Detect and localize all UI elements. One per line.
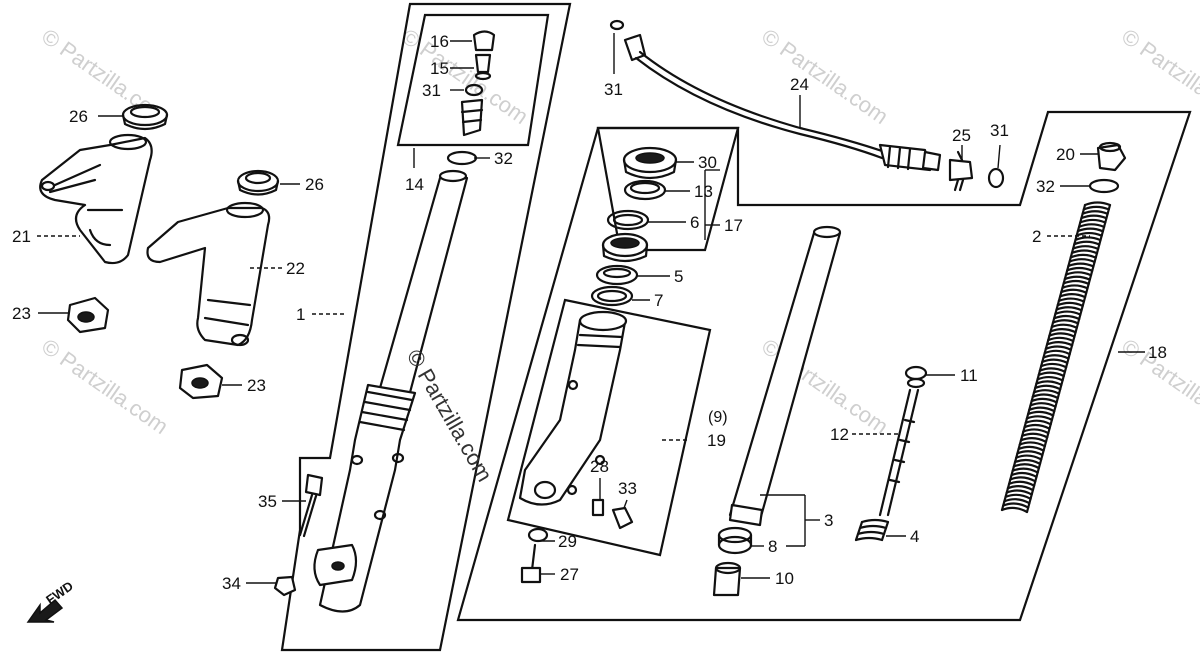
callout-11: 11: [960, 366, 978, 385]
callout-9: (9): [708, 409, 728, 426]
part-16-cap: [472, 30, 496, 52]
callout-21: 21: [12, 227, 31, 246]
callout-6: 6: [690, 213, 699, 232]
watermark-tile: © Partzilla.com: [757, 24, 893, 130]
watermark-tile: © Partzilla.com: [1117, 24, 1200, 130]
part-30-dust-seal: [622, 146, 678, 180]
part-32-oring-right: [1088, 178, 1120, 194]
callout-33: 33: [618, 479, 637, 498]
leader-lines: [37, 33, 1145, 584]
callout-35: 35: [258, 492, 277, 511]
callout-29: 29: [558, 532, 577, 551]
callout-4: 4: [910, 527, 919, 546]
assembly-14-box: [396, 13, 550, 147]
callout-32a: 32: [494, 149, 513, 168]
callout-24: 24: [790, 75, 809, 94]
part-outer-slider-left: [313, 383, 417, 613]
part-3-inner-tube: [728, 225, 842, 527]
part-23-nut-a: [66, 296, 110, 334]
callout-3: 3: [824, 511, 833, 530]
part-7-bushing: [590, 285, 634, 307]
part-23-nut-b: [178, 363, 224, 400]
callout-14: 14: [405, 175, 424, 194]
callout-31a: 31: [422, 81, 441, 100]
part-4-spring: [854, 518, 890, 542]
part-15-valve: [474, 53, 492, 81]
part-12-damper-rod: [878, 388, 920, 517]
assembly-18-outline: [456, 110, 1192, 622]
assembly-19-box: [506, 298, 712, 557]
part-33-screw: [611, 506, 634, 530]
part-22-steering-stem: [146, 201, 271, 347]
callout-28: 28: [590, 457, 609, 476]
callout-23b: 23: [247, 376, 266, 395]
part-31-oring-top: [464, 83, 484, 97]
callout-17: 17: [724, 216, 743, 235]
callout-26b: 26: [305, 175, 324, 194]
part-26-seal-a: [121, 103, 169, 131]
callout-32b: 32: [1036, 177, 1055, 196]
part-13-clip: [623, 179, 667, 201]
part-27-bolt: [520, 543, 542, 584]
part-32-oring-left: [446, 150, 478, 166]
part-26-seal-b: [236, 169, 280, 196]
part-8-bushing: [717, 526, 753, 555]
callout-31c: 31: [990, 121, 1009, 140]
callout-19: 19: [707, 431, 726, 450]
callout-26a: 26: [69, 107, 88, 126]
fwd-label: FWD: [43, 578, 76, 607]
part-10-oil-lock: [712, 561, 742, 597]
part-19-slider-right: [518, 310, 628, 506]
callout-1: 1: [296, 305, 305, 324]
part-20-cap-bolt: [1096, 141, 1127, 172]
callout-27: 27: [560, 565, 579, 584]
fwd-arrow-icon: FWD: [26, 578, 76, 623]
callout-31b: 31: [604, 80, 623, 99]
callout-30: 30: [698, 153, 717, 172]
part-fork-bolt: [460, 98, 484, 137]
part-6-washer: [606, 209, 650, 231]
part-5-bushing: [595, 264, 639, 286]
callout-16: 16: [430, 32, 449, 51]
callout-22: 22: [286, 259, 305, 278]
part-31-oring-right: [987, 167, 1005, 189]
callout-labels: 26 26 21 22 23 23 1 14 16 15 31 32 31 24…: [12, 32, 1167, 593]
part-35-bolt: [298, 473, 324, 538]
part-34-nut: [273, 575, 297, 597]
part-28-bolt: [591, 498, 605, 517]
callout-20: 20: [1056, 145, 1075, 164]
callout-2: 2: [1032, 227, 1041, 246]
part-2-fork-spring: [1000, 201, 1112, 514]
callout-5: 5: [674, 267, 683, 286]
part-24-hose: [623, 33, 942, 172]
watermark-tile: © Partzilla.com: [37, 334, 173, 440]
callout-13: 13: [694, 182, 713, 201]
watermark-center: © Partzilla.com: [402, 345, 498, 486]
callout-8: 8: [768, 537, 777, 556]
callout-10: 10: [775, 569, 794, 588]
callout-34: 34: [222, 574, 241, 593]
part-17-oil-seal: [601, 232, 649, 263]
part-25-fitting: [948, 150, 974, 192]
part-11-ring: [904, 365, 928, 389]
callout-7: 7: [654, 291, 663, 310]
part-29-washer: [527, 527, 549, 543]
part-31-oring-cable: [609, 19, 625, 31]
callout-18: 18: [1148, 343, 1167, 362]
callout-25: 25: [952, 126, 971, 145]
assembly-17-box: [596, 126, 740, 252]
callout-23a: 23: [12, 304, 31, 323]
part-21-fork-bracket: [39, 133, 153, 265]
callout-12: 12: [830, 425, 849, 444]
callout-15: 15: [430, 59, 449, 78]
